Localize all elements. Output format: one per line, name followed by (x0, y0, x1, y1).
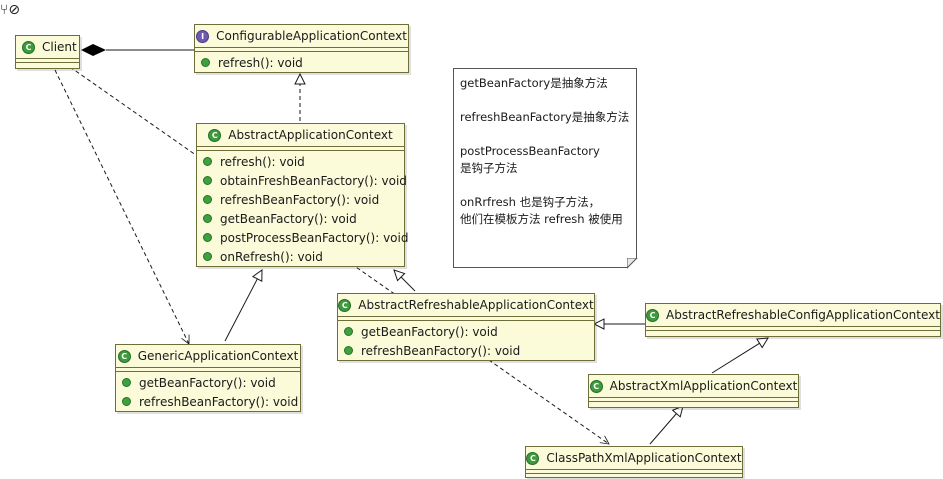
no-entry-icon: ⊘ (8, 2, 21, 18)
class-header: C AbstractApplicationContext (197, 124, 404, 146)
public-method-icon (344, 327, 353, 336)
class-header: C ClassPathXmlApplicationContext (526, 447, 742, 469)
operations-separator (526, 473, 742, 477)
toolbar-corner: ⑂⊘ (0, 2, 20, 18)
generalization-edge-xml (711, 338, 768, 374)
attributes-separator (116, 367, 300, 368)
public-method-icon (203, 195, 212, 204)
operation: getBeanFactory(): void (338, 322, 594, 341)
class-name: ClassPathXmlApplicationContext (546, 451, 742, 465)
note-line: refreshBeanFactory是抽象方法 (460, 110, 630, 124)
fork-icon: ⑂ (0, 2, 9, 18)
class-name: AbstractRefreshableConfigApplicationCont… (666, 308, 940, 322)
operation: refreshBeanFactory(): void (338, 341, 594, 360)
class-icon: C (589, 379, 603, 393)
class-generic-application-context[interactable]: C GenericApplicationContext getBeanFacto… (115, 344, 301, 412)
attributes-separator (646, 326, 940, 327)
attributes-separator (16, 58, 79, 59)
public-method-icon (203, 233, 212, 242)
note[interactable]: getBeanFactory是抽象方法 refreshBeanFactory是抽… (453, 68, 637, 268)
operations-separator (589, 401, 798, 407)
public-method-icon (203, 157, 212, 166)
class-name: GenericApplicationContext (137, 349, 299, 363)
operation: getBeanFactory(): void (116, 373, 300, 392)
operation: obtainFreshBeanFactory(): void (197, 171, 407, 190)
dependency-edge-classpath (69, 66, 609, 444)
note-line: postProcessBeanFactory 是钩子方法 (460, 144, 600, 175)
operation: refresh(): void (195, 53, 408, 72)
class-abstract-xml-application-context[interactable]: C AbstractXmlApplicationContext (588, 374, 799, 408)
public-method-icon (203, 214, 212, 223)
public-method-icon (122, 397, 131, 406)
generalization-edge-generic (224, 270, 262, 342)
interface-icon: I (196, 29, 210, 43)
public-method-icon (344, 346, 353, 355)
attributes-separator (195, 47, 408, 48)
class-abstract-application-context[interactable]: C AbstractApplicationContext refresh(): … (196, 123, 408, 267)
class-header: C AbstractRefreshableConfigApplicationCo… (646, 304, 940, 326)
class-name: ConfigurableApplicationContext (216, 29, 407, 43)
attributes-separator (338, 316, 594, 317)
dependency-edge-generic (54, 69, 189, 344)
class-header: I ConfigurableApplicationContext (195, 25, 408, 47)
note-fold-icon (627, 258, 638, 269)
class-header: C AbstractXmlApplicationContext (589, 375, 798, 397)
operation: refresh(): void (197, 152, 404, 171)
class-name: Client (42, 40, 77, 54)
class-abstract-refreshable-application-context[interactable]: C AbstractRefreshableApplicationContext … (337, 293, 595, 361)
operations-separator (338, 320, 594, 321)
class-name: AbstractXmlApplicationContext (609, 379, 798, 393)
class-configurable-application-context[interactable]: I ConfigurableApplicationContext refresh… (194, 24, 409, 73)
operations-separator (195, 51, 408, 52)
note-line: getBeanFactory是抽象方法 (460, 76, 608, 90)
public-method-icon (201, 58, 210, 67)
class-icon: C (338, 298, 352, 312)
generalization-edge-classpath (649, 406, 683, 445)
class-abstract-refreshable-config-application-context[interactable]: C AbstractRefreshableConfigApplicationCo… (645, 303, 941, 337)
operation: onRefresh(): void (197, 247, 404, 266)
attributes-separator (589, 397, 798, 398)
class-header: C AbstractRefreshableApplicationContext (338, 294, 594, 316)
public-method-icon (122, 378, 131, 387)
public-method-icon (203, 252, 212, 261)
operation: refreshBeanFactory(): void (116, 392, 300, 411)
attributes-separator (197, 146, 404, 147)
class-icon: C (117, 349, 131, 363)
operation: postProcessBeanFactory(): void (197, 228, 408, 247)
class-classpath-xml-application-context[interactable]: C ClassPathXmlApplicationContext (525, 446, 743, 478)
operations-separator (197, 150, 404, 151)
public-method-icon (203, 176, 212, 185)
note-line: onRrfresh 也是钩子方法， 他们在模板方法 refresh 被使用 (460, 195, 623, 226)
operations-separator (646, 330, 940, 336)
generalization-edge-refreshable (394, 270, 416, 292)
operations-separator (16, 62, 79, 68)
class-icon: C (208, 128, 222, 142)
composition-diamond (81, 44, 106, 56)
operation: refreshBeanFactory(): void (197, 190, 404, 209)
class-name: AbstractApplicationContext (228, 128, 393, 142)
class-header: C Client (16, 36, 79, 58)
operation: getBeanFactory(): void (197, 209, 404, 228)
class-icon: C (646, 308, 660, 322)
class-icon: C (22, 40, 35, 54)
attributes-separator (526, 469, 742, 470)
class-icon: C (526, 451, 540, 465)
class-client[interactable]: C Client (15, 35, 80, 69)
class-header: C GenericApplicationContext (116, 345, 300, 367)
class-name: AbstractRefreshableApplicationContext (358, 298, 594, 312)
operations-separator (116, 371, 300, 372)
